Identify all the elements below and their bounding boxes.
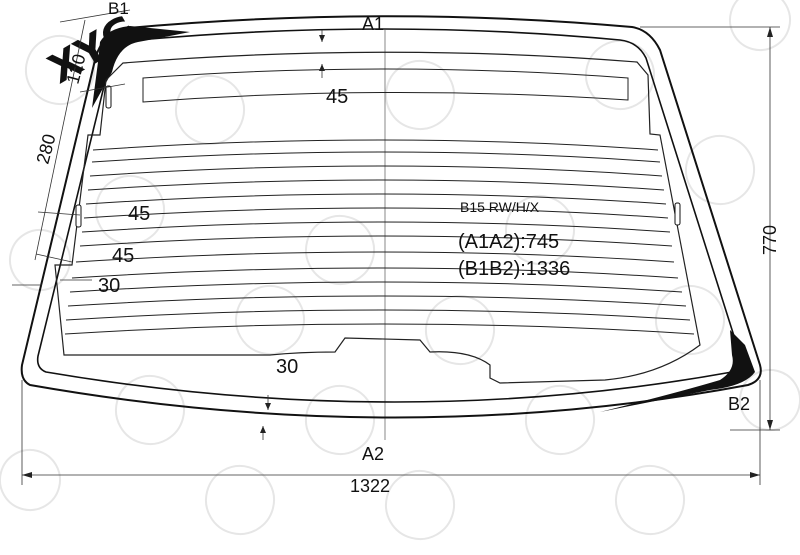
glass-outer-edge bbox=[20, 15, 762, 419]
heater-connector-right bbox=[674, 202, 681, 226]
point-label-a2: A2 bbox=[362, 444, 384, 464]
dim-band-top-label: 45 bbox=[326, 86, 348, 108]
frit-corner-bottom-right bbox=[600, 330, 755, 412]
dim-side-45a-label: 45 bbox=[128, 203, 150, 225]
dim-side-30-label: 30 bbox=[98, 275, 120, 297]
dim-width-label: 1322 bbox=[350, 476, 390, 496]
wiper-mount-top-left bbox=[105, 85, 112, 109]
top-band-rect bbox=[142, 68, 629, 103]
dim-height-label: 770 bbox=[760, 225, 780, 255]
point-label-b1: B1 bbox=[108, 0, 129, 18]
part-code-label: B15 RW/H/X bbox=[460, 199, 540, 215]
heater-connector-left bbox=[75, 204, 82, 228]
dim-bottom-30-label: 30 bbox=[276, 356, 298, 378]
heater-grid bbox=[64, 139, 695, 335]
dimension-arrows bbox=[22, 27, 773, 478]
point-label-a1: A1 bbox=[362, 14, 384, 34]
frit-inner-edge bbox=[36, 28, 742, 403]
heated-area-outline bbox=[54, 51, 701, 384]
point-label-b2: B2 bbox=[728, 394, 750, 414]
spec-a1a2-label: (A1A2):745 bbox=[458, 231, 559, 253]
dim-side-45b-label: 45 bbox=[112, 245, 134, 267]
frit-corner-top-left bbox=[92, 26, 190, 108]
dimension-lines bbox=[12, 9, 780, 485]
spec-b1b2-label: (B1B2):1336 bbox=[458, 258, 570, 280]
